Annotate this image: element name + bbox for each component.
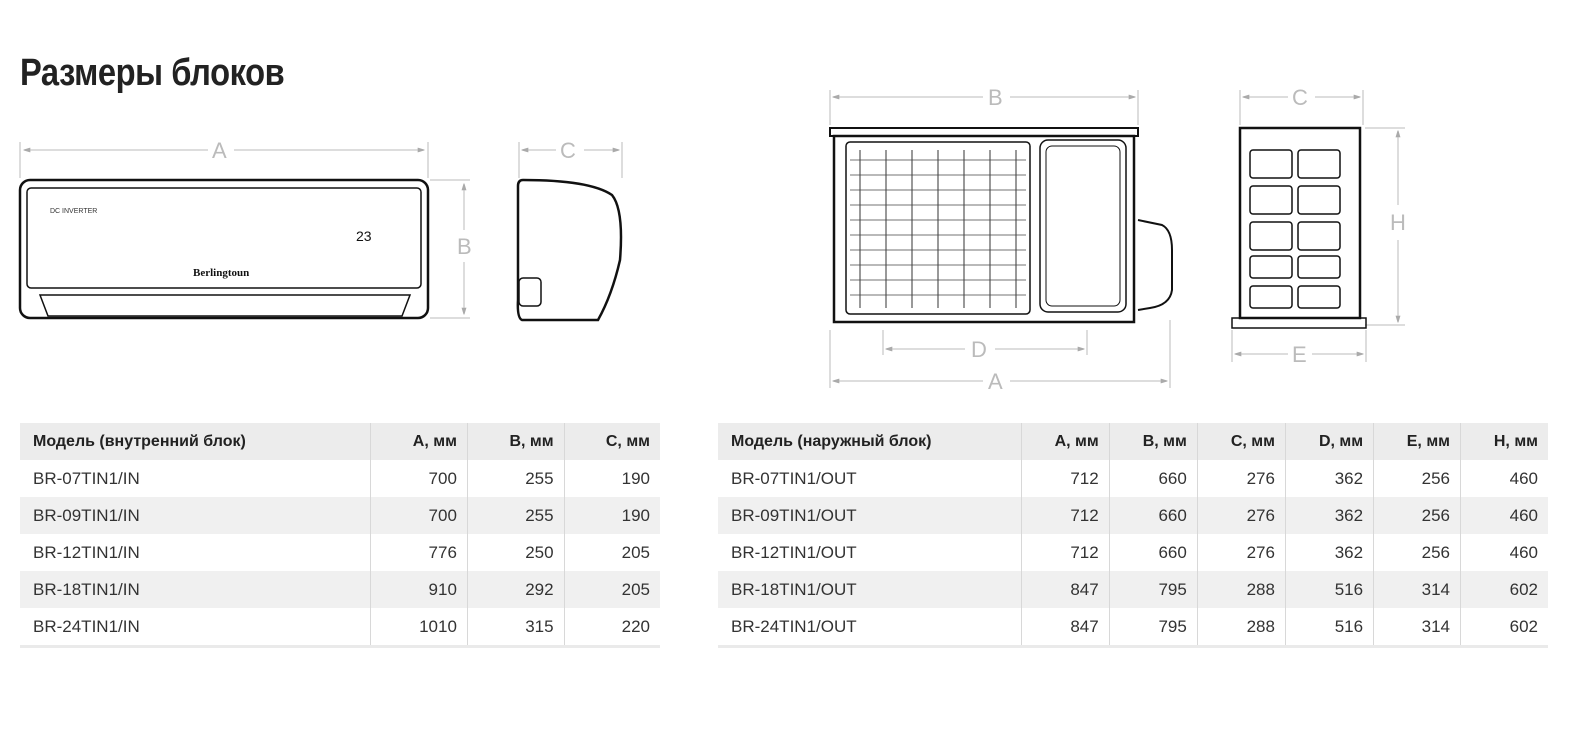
dimension-cell: 795 <box>1108 571 1198 608</box>
model-cell: BR-18TIN1/OUT <box>718 571 1022 608</box>
column-header: A, мм <box>370 423 468 460</box>
dimension-cell: 516 <box>1284 608 1374 648</box>
dimension-cell: 362 <box>1284 534 1374 571</box>
dimension-cell: 256 <box>1373 497 1461 534</box>
dimension-cell: 700 <box>370 460 468 497</box>
column-header: E, мм <box>1373 423 1461 460</box>
model-cell: BR-09TIN1/IN <box>20 497 371 534</box>
dim-label-b: B <box>988 85 1003 110</box>
indoor-unit-side-drawing: C <box>516 138 623 322</box>
model-cell: BR-24TIN1/IN <box>20 608 371 648</box>
dimension-cell: 276 <box>1196 534 1286 571</box>
indoor-unit-front-drawing: A B DC INVERTER 23 Berlingtoun <box>18 138 472 320</box>
units-dimension-diagram: A B DC INVERTER 23 Berlingtoun C B D A <box>18 85 1406 394</box>
column-header: D, мм <box>1284 423 1374 460</box>
column-header: B, мм <box>466 423 565 460</box>
dimension-cell: 288 <box>1196 608 1286 648</box>
dimension-cell: 460 <box>1459 534 1548 571</box>
temperature-display: 23 <box>356 228 372 244</box>
dimension-cell: 776 <box>370 534 468 571</box>
dimension-cell: 516 <box>1284 571 1374 608</box>
dimension-cell: 602 <box>1459 608 1548 648</box>
dimension-cell: 315 <box>466 608 565 648</box>
dimension-cell: 700 <box>370 497 468 534</box>
dimension-cell: 460 <box>1459 460 1548 497</box>
dimension-cell: 220 <box>563 608 660 648</box>
dimension-cell: 205 <box>563 571 660 608</box>
column-header: C, мм <box>563 423 660 460</box>
model-cell: BR-12TIN1/IN <box>33 542 140 562</box>
dimension-cell: 276 <box>1196 497 1286 534</box>
table-header-row: Модель (внутренний блок) A, мм B, мм C, … <box>20 423 660 460</box>
model-cell: BR-24TIN1/OUT <box>718 608 1022 648</box>
dimension-cell: 847 <box>1020 571 1110 608</box>
dimension-cell: 847 <box>1020 608 1110 648</box>
column-header: Модель (внутренний блок) <box>20 423 371 460</box>
brand-logo: Berlingtoun <box>193 267 249 279</box>
column-header: Модель (наружный блок) <box>718 423 1022 460</box>
dim-label-c: C <box>1292 85 1308 110</box>
dimension-cell: 292 <box>466 571 565 608</box>
dimension-cell: 602 <box>1459 571 1548 608</box>
dimension-cell: 190 <box>563 497 660 534</box>
dimension-cell: 288 <box>1196 571 1286 608</box>
dimension-cell: 256 <box>1373 534 1461 571</box>
dim-label-h: H <box>1390 210 1406 235</box>
dimension-cell: 255 <box>466 460 565 497</box>
page-title: Размеры блоков <box>20 52 285 94</box>
indoor-unit-dimensions-table: Модель (внутренний блок) A, мм B, мм C, … <box>20 423 660 648</box>
model-cell: BR-18TIN1/IN <box>20 571 371 608</box>
dc-inverter-badge: DC INVERTER <box>50 208 97 215</box>
outdoor-unit-side-drawing: C H E <box>1231 85 1406 367</box>
dimension-cell: 660 <box>1108 460 1198 497</box>
dimension-cell: 255 <box>466 497 565 534</box>
dim-label-a: A <box>212 138 227 163</box>
dimension-cell: 910 <box>370 571 468 608</box>
dimension-cell: 256 <box>1373 460 1461 497</box>
dimension-cell: 250 <box>466 534 565 571</box>
model-cell: BR-07TIN1/OUT <box>731 468 857 488</box>
dim-label-d: D <box>971 337 987 362</box>
dimension-cell: 190 <box>563 460 660 497</box>
table-header-row: Модель (наружный блок) A, мм B, мм C, мм… <box>718 423 1548 460</box>
dimension-cell: 660 <box>1108 497 1198 534</box>
outdoor-unit-front-drawing: B D A <box>829 85 1173 394</box>
dimension-cell: 314 <box>1373 608 1461 648</box>
dim-label-b: B <box>457 234 472 259</box>
dimension-cell: 362 <box>1284 497 1374 534</box>
model-cell: BR-07TIN1/IN <box>33 468 140 488</box>
dim-label-e: E <box>1292 342 1307 367</box>
column-header: C, мм <box>1196 423 1286 460</box>
dim-label-a: A <box>988 369 1003 394</box>
dimension-cell: 660 <box>1108 534 1198 571</box>
dimension-cell: 276 <box>1196 460 1286 497</box>
column-header: A, мм <box>1020 423 1110 460</box>
dimension-cell: 795 <box>1108 608 1198 648</box>
dimension-cell: 1010 <box>370 608 468 648</box>
dimension-cell: 460 <box>1459 497 1548 534</box>
dimension-cell: 362 <box>1284 460 1374 497</box>
dim-label-c: C <box>560 138 576 163</box>
column-header: H, мм <box>1459 423 1548 460</box>
model-cell: BR-12TIN1/OUT <box>731 542 857 562</box>
dimension-cell: 205 <box>563 534 660 571</box>
model-cell: BR-09TIN1/OUT <box>718 497 1022 534</box>
column-header: B, мм <box>1108 423 1198 460</box>
dimension-cell: 712 <box>1020 534 1110 571</box>
dimension-cell: 314 <box>1373 571 1461 608</box>
outdoor-unit-dimensions-table: Модель (наружный блок) A, мм B, мм C, мм… <box>718 423 1548 648</box>
dimension-cell: 712 <box>1020 460 1110 497</box>
dimension-cell: 712 <box>1020 497 1110 534</box>
